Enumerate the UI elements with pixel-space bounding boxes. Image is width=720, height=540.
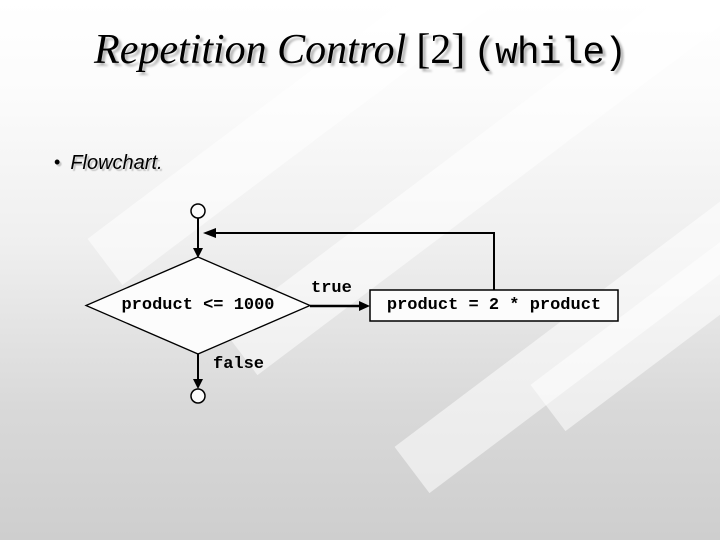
false-branch-arrowhead-icon xyxy=(193,379,203,389)
decision-condition-label: product <= 1000 xyxy=(121,296,275,315)
decision-entry-arrowhead-icon xyxy=(193,248,203,258)
decision-diamond xyxy=(84,256,312,355)
loopback-connector xyxy=(207,232,495,291)
bullet-icon: • xyxy=(54,152,61,172)
false-branch-label: false xyxy=(213,355,265,374)
true-branch-label: true xyxy=(311,279,352,298)
bullet-item: • Flowchart. xyxy=(54,152,163,175)
title-main: Repetition Control xyxy=(94,27,407,73)
process-box xyxy=(369,289,619,322)
process-statement-label: product = 2 * product xyxy=(386,296,602,315)
title-keyword: (while) xyxy=(473,32,627,75)
start-terminal-circle xyxy=(190,203,206,219)
slide-title: Repetition Control[2](while) xyxy=(0,26,720,75)
end-terminal-circle xyxy=(190,388,206,404)
title-index: [2] xyxy=(416,27,466,73)
true-branch-arrowhead-icon xyxy=(359,301,370,311)
loopback-arrowhead-icon xyxy=(203,228,216,238)
bullet-text: Flowchart. xyxy=(70,152,163,174)
